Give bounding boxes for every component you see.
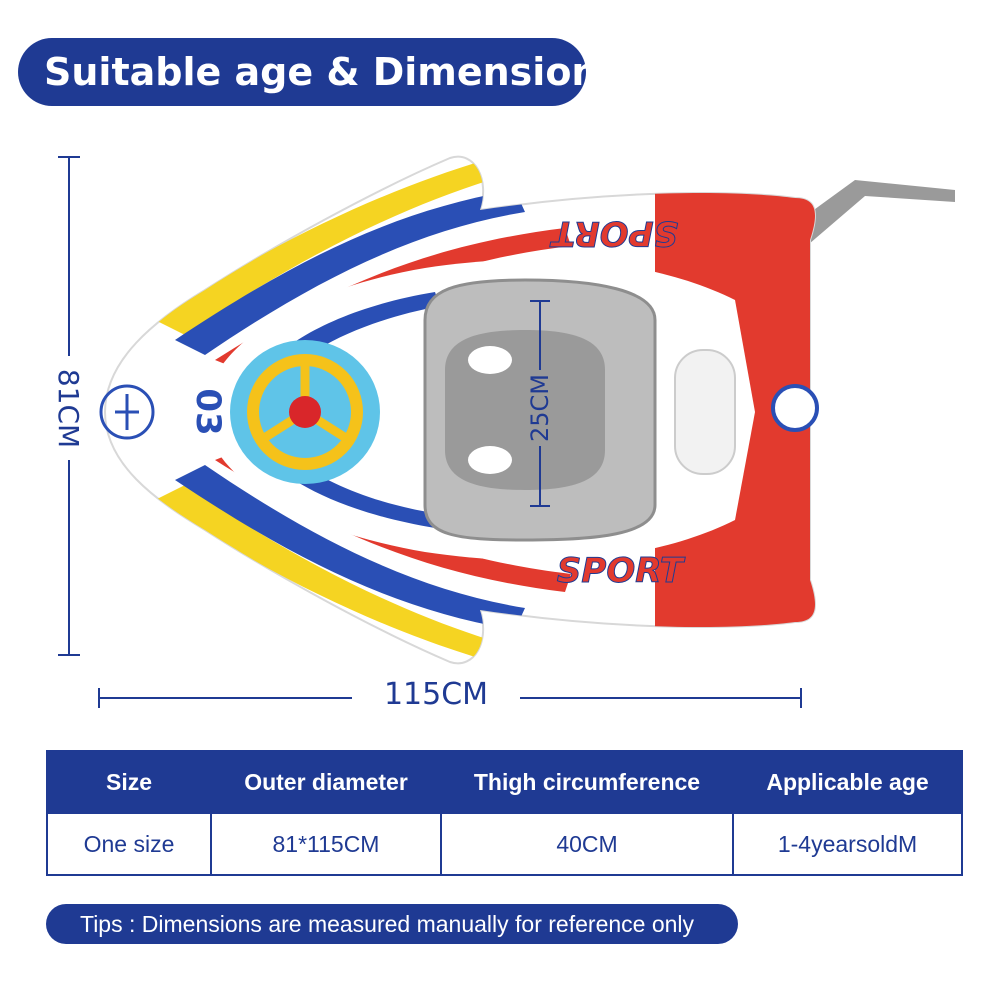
header-size: Size [46, 750, 212, 814]
sport-text-top: SPORT [549, 213, 678, 253]
tips-note: Tips : Dimensions are measured manually … [46, 904, 738, 944]
cell-size: One size [46, 812, 212, 876]
seat-dimension-top-cap [530, 300, 550, 302]
table-header-row: Size Outer diameter Thigh circumference … [46, 750, 963, 814]
steering-wheel-icon [247, 354, 363, 470]
float-number-text: 03 [188, 388, 228, 435]
cell-thigh-circumference: 40CM [440, 812, 734, 876]
cell-applicable-age: 1-4yearsoldM [732, 812, 963, 876]
seat-dimension-label: 25CM [526, 373, 555, 443]
header-outer-diameter: Outer diameter [210, 750, 442, 814]
height-dimension-bottom-cap [58, 654, 80, 656]
seat-dimension-label-box: 25CM [512, 372, 568, 444]
cell-outer-diameter: 81*115CM [210, 812, 442, 876]
header-applicable-age: Applicable age [732, 750, 963, 814]
height-dimension-label: 81CM [52, 368, 86, 448]
height-dimension-label-box: 81CM [44, 356, 94, 460]
width-dimension-label: 115CM [352, 672, 520, 718]
seat-dimension-bottom-line [539, 446, 541, 506]
sport-text-bottom: SPORT [557, 551, 686, 591]
seat-dimension-top-line [539, 300, 541, 370]
seat-dimension-bottom-cap [530, 505, 550, 507]
table-row: One size 81*115CM 40CM 1-4yearsoldM [46, 812, 963, 876]
header-thigh-circumference: Thigh circumference [440, 750, 734, 814]
anchor-emblem-icon [99, 384, 155, 440]
inflatable-float-image: 03 SPORT SPORT [99, 155, 955, 665]
horn-button-icon [289, 396, 321, 428]
width-dimension-right-cap [800, 688, 802, 708]
page-title: Suitable age & Dimension [18, 38, 599, 106]
spec-table: Size Outer diameter Thigh circumference … [46, 750, 963, 876]
tail-emblem-icon [771, 384, 819, 432]
